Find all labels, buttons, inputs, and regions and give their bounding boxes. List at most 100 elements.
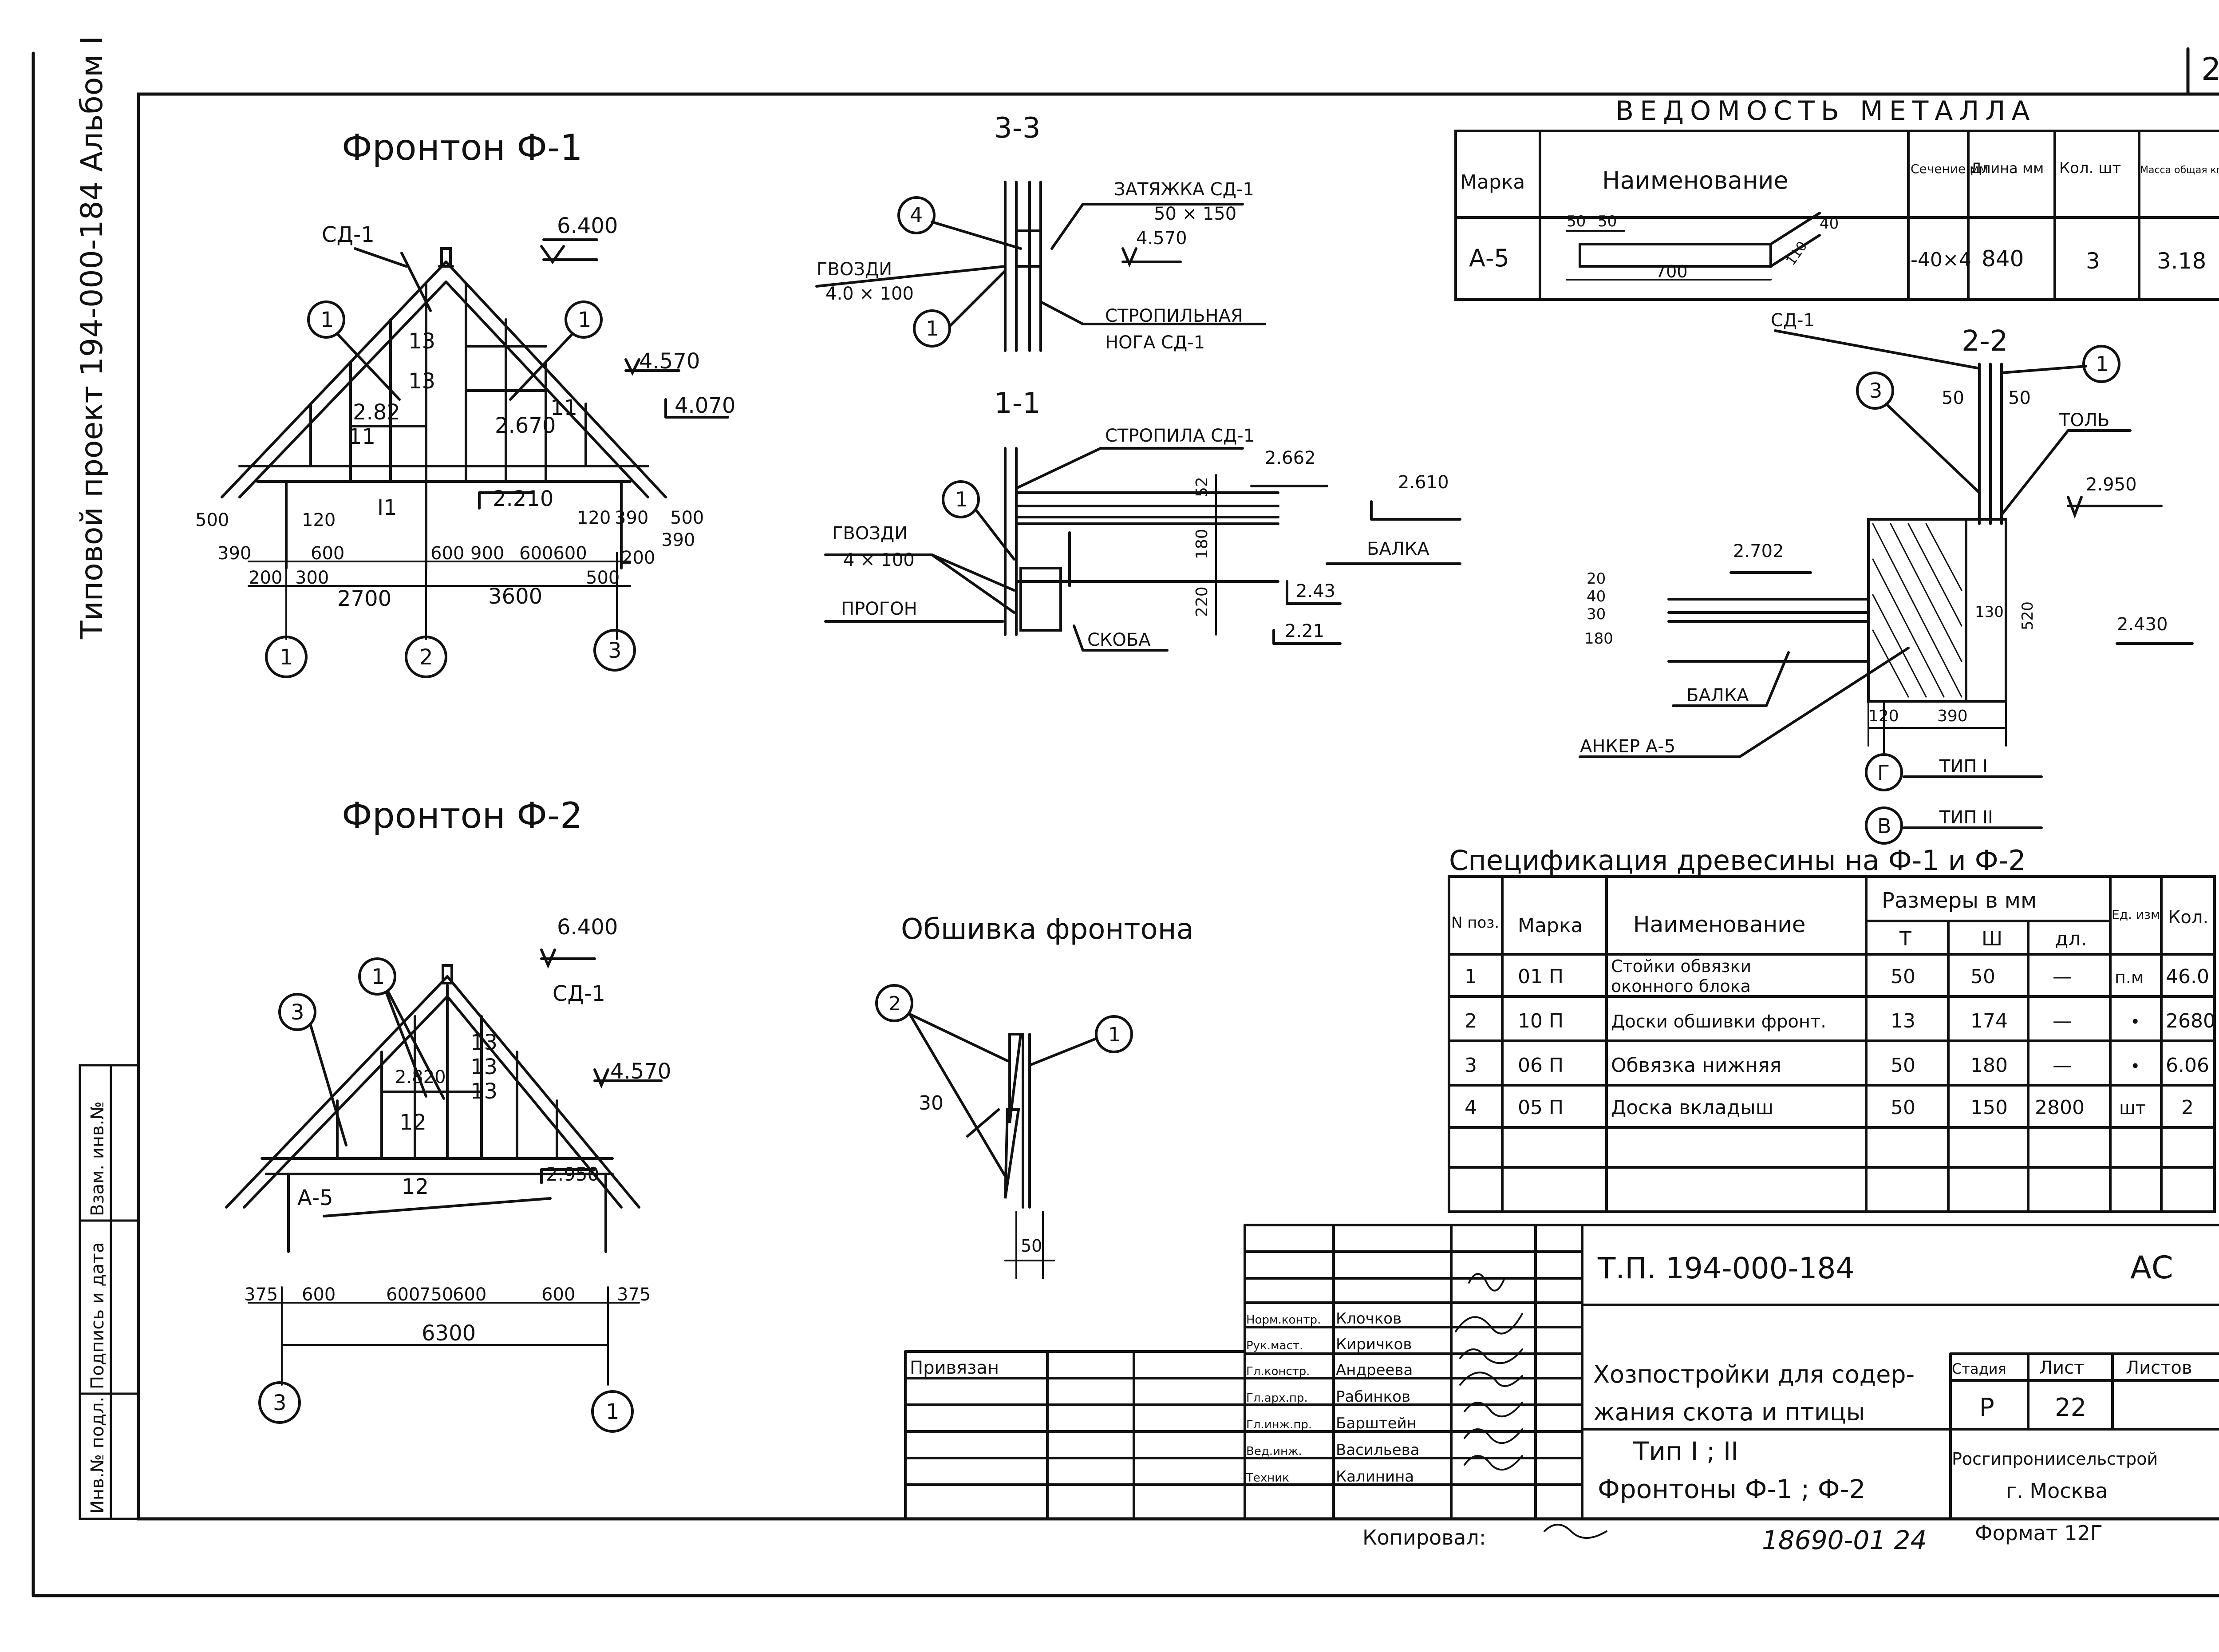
s22-d40: 40 <box>1587 588 1606 605</box>
s33-tie-size: 50 × 150 <box>1154 204 1236 224</box>
wood-h-name: Наименование <box>1633 912 1806 937</box>
s22-lvl-2430: 2.430 <box>2117 614 2168 635</box>
wood-r3-l: — <box>2053 1054 2072 1077</box>
s11-cramp: СКОБА <box>1087 630 1151 650</box>
tb-name-1: Киричков <box>1336 1336 1412 1353</box>
s33-m1: 1 <box>926 316 939 340</box>
f2-lvl-4570: 4.570 <box>610 1059 671 1084</box>
s33-title: 3-3 <box>994 112 1041 145</box>
s11-m1: 1 <box>955 487 968 511</box>
f2-d375r: 375 <box>617 1284 651 1305</box>
s33-lvl: 4.570 <box>1136 228 1187 249</box>
s22-d130: 130 <box>1975 603 2004 621</box>
f2-d600c: 600 <box>453 1284 486 1305</box>
footer: Копировал: 18690-01 24 Формат 12Г <box>1362 1521 2103 1555</box>
f1-lvl-2820: 2.82 <box>353 400 400 425</box>
wood-h-t: Т <box>1899 928 1911 950</box>
s22-d520: 520 <box>2019 601 2037 630</box>
f1-lvl-4570: 4.570 <box>639 349 700 374</box>
s22-g: Г <box>1877 761 1890 785</box>
side-stamp-frame <box>79 1064 140 1520</box>
metal-h-mark: Марка <box>1460 171 1525 194</box>
tb-name-0: Клочков <box>1336 1310 1402 1328</box>
wood-table-title: Спецификация древесины на Ф-1 и Ф-2 <box>1449 844 2026 877</box>
wood-r3-w: 180 <box>1970 1054 2008 1077</box>
tb-org2: г. Москва <box>2006 1479 2108 1503</box>
tb-name-2: Андреева <box>1336 1361 1413 1379</box>
wood-r2-w: 174 <box>1970 1010 2008 1032</box>
section-2-2-drawing <box>1579 329 2194 845</box>
cladding-m1: 1 <box>1108 1024 1121 1046</box>
side-project-label: Типовой проект 194-000-184 Альбом I <box>75 36 110 640</box>
metal-h-mass: Масса общая кг <box>2140 165 2219 176</box>
cladding-m2: 2 <box>888 992 901 1015</box>
wood-r1-pos: 1 <box>1465 965 1477 988</box>
metal-row-length: 840 <box>1982 246 2024 272</box>
metal-sketch-d50b: 50 <box>1598 213 1617 230</box>
f2-n13c: 13 <box>470 1055 497 1079</box>
s22-v: В <box>1877 814 1891 838</box>
wood-r3-qty: 6.06 <box>2166 1054 2209 1077</box>
f1-d900: 900 <box>470 543 504 564</box>
wood-h-sizes: Размеры в мм <box>1882 888 2037 913</box>
wood-r2-unit: • <box>2130 1012 2140 1032</box>
metal-row-section: -40×4 <box>1911 249 1971 271</box>
section-3-3-drawing <box>815 181 1266 352</box>
s33-rafter1: СТРОПИЛЬНАЯ <box>1105 306 1243 326</box>
wood-r4-mark: 05 П <box>1518 1096 1564 1119</box>
s11-nails: ГВОЗДИ <box>832 523 908 544</box>
f1-d500r: 500 <box>670 508 704 528</box>
f2-d6300: 6300 <box>422 1321 476 1346</box>
f1-d3600: 3600 <box>488 584 542 609</box>
f1-ax1: 1 <box>280 645 293 670</box>
side-stamp-sign: Подпись и дата <box>87 1242 108 1389</box>
f1-n11b: 11 <box>550 395 577 420</box>
wood-row: 4 05 П Доска вкладыш 50 150 2800 шт 2 <box>1465 1096 2194 1119</box>
f2-d600a: 600 <box>302 1284 336 1305</box>
f2-ax3: 3 <box>273 1391 287 1415</box>
title-block-grid <box>904 1224 2219 1520</box>
f2-top-level: 6.400 <box>557 915 618 940</box>
f2-m3: 3 <box>291 1000 304 1025</box>
s11-lvl-221: 2.21 <box>1285 621 1324 641</box>
sheet-number: 23 <box>2201 51 2219 87</box>
s11-rafters: СТРОПИЛА СД-1 <box>1105 426 1255 446</box>
s11-d52: 52 <box>1193 477 1211 497</box>
f1-n13b: 13 <box>408 369 435 394</box>
tb-code: Т.П. 194-000-184 <box>1597 1251 1854 1285</box>
f2-n12b: 12 <box>402 1174 429 1199</box>
f1-d120l: 120 <box>302 510 336 530</box>
cladding-labels: Обшивка фронтона 2 1 30 50 <box>888 913 1194 1256</box>
wood-h-w: Ш <box>1982 928 2002 950</box>
tb-set: АС <box>2130 1249 2173 1286</box>
f1-d600a: 600 <box>311 543 344 564</box>
f2-title: Фронтон Ф-2 <box>342 795 583 836</box>
wood-r2-mark: 10 П <box>1518 1010 1564 1032</box>
tb-name-6: Калинина <box>1336 1468 1414 1486</box>
wood-r4-name1: Доска вкладыш <box>1611 1096 1773 1119</box>
wood-r4-t: 50 <box>1891 1096 1915 1119</box>
tb-object2: жания скота и птицы <box>1593 1398 1865 1426</box>
f1-d600b: 600 <box>430 543 464 564</box>
f2-sd1: СД-1 <box>553 981 605 1006</box>
wood-table: Спецификация древесины на Ф-1 и Ф-2 N по… <box>1449 844 2215 1119</box>
wood-h-l: дл. <box>2055 928 2087 950</box>
f1-d390r2: 390 <box>661 530 695 550</box>
s22-d180: 180 <box>1584 630 1613 648</box>
cladding-title: Обшивка фронтона <box>901 913 1194 946</box>
tb-role-1: Рук.маст. <box>1246 1339 1303 1352</box>
metal-row-qty: 3 <box>2086 248 2100 274</box>
s22-lvl-2950: 2.950 <box>2086 474 2137 495</box>
metal-sketch-d50a: 50 <box>1567 213 1586 230</box>
tb-stage-h: Стадия <box>1952 1360 2006 1377</box>
wood-r1-w: 50 <box>1970 965 1995 988</box>
tb-role-5: Вед.инж. <box>1246 1445 1302 1458</box>
s11-title: 1-1 <box>994 387 1041 420</box>
wood-r1-unit: п.м <box>2115 968 2144 987</box>
f1-d600600: 600600 <box>519 543 587 564</box>
tb-name-3: Рабинков <box>1336 1388 1410 1406</box>
f1-d390r: 390 <box>615 508 648 528</box>
f1-ax3: 3 <box>608 638 622 663</box>
f1-d200r: 200 <box>621 548 655 568</box>
wood-r2-qty: 2680 <box>2166 1010 2215 1032</box>
